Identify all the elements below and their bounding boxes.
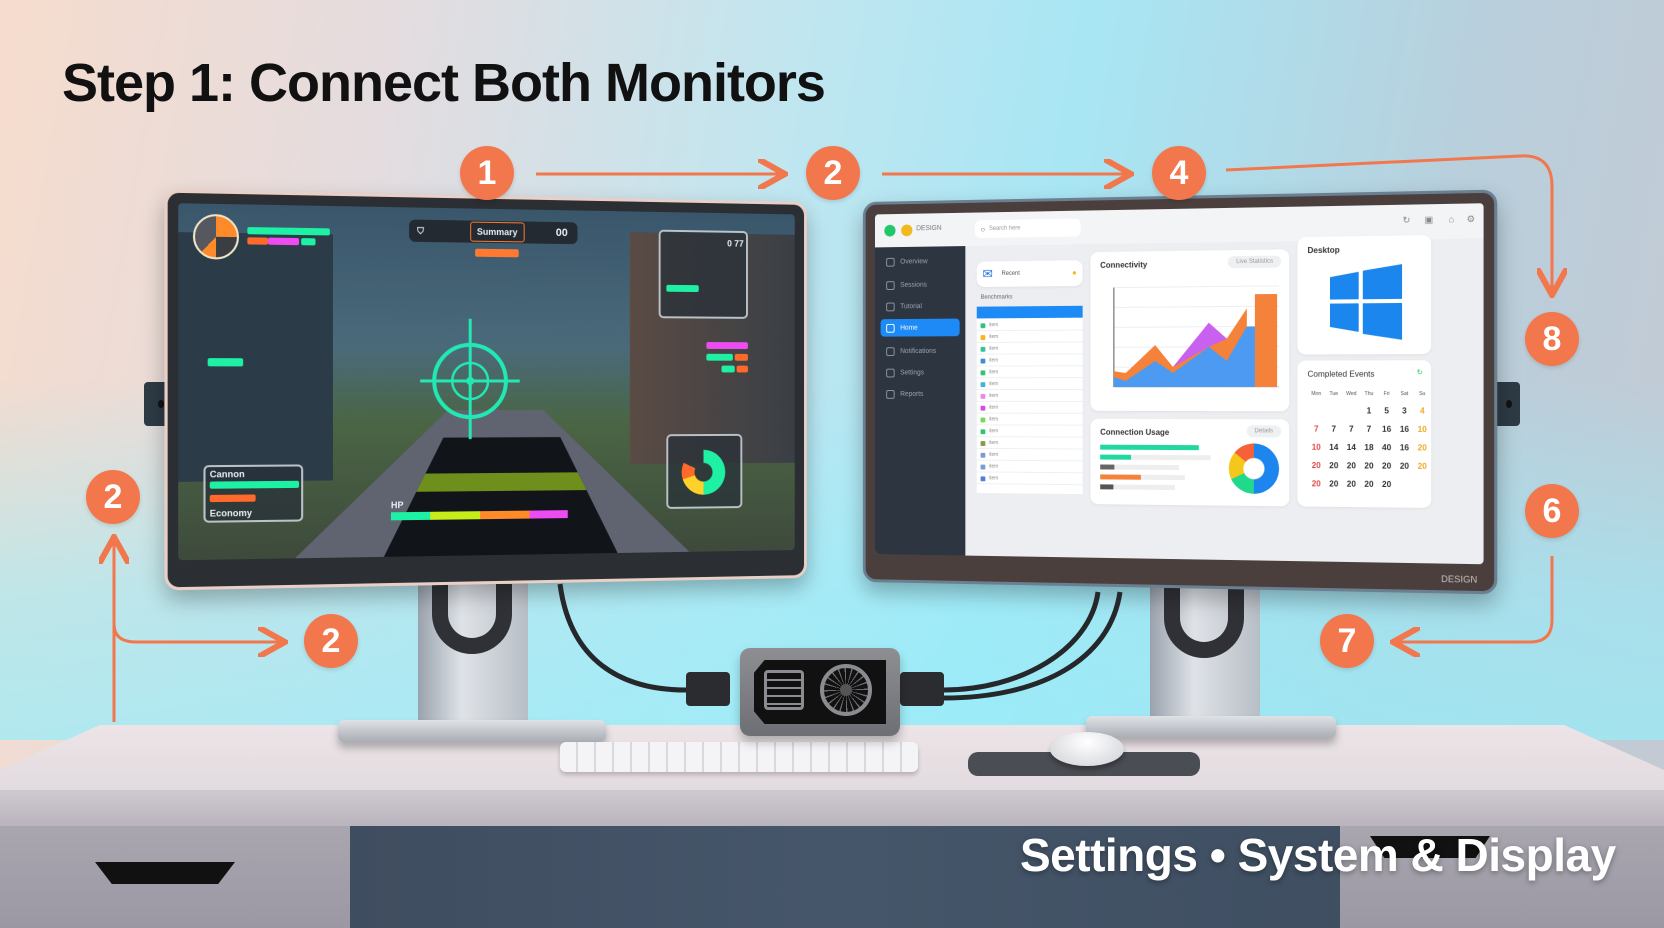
desktop-os-card[interactable]: Desktop xyxy=(1297,234,1432,355)
desk-drawer-right xyxy=(1340,826,1664,928)
drawer-handle xyxy=(95,862,235,884)
dashboard-screen[interactable]: DESIGN ○ Search here ↻ ▣ ⌂ ⚙ Overview Se… xyxy=(874,203,1484,565)
drawer-handle xyxy=(1370,836,1490,858)
left-monitor-base xyxy=(338,720,606,742)
section-subtitle: Settings • System & Display xyxy=(1020,829,1616,881)
step-badge-2-top[interactable]: 2 xyxy=(806,146,860,200)
area-chart xyxy=(1100,276,1283,401)
step-badge-7[interactable]: 7 xyxy=(1320,614,1374,668)
step-badge-8[interactable]: 8 xyxy=(1525,312,1579,366)
mouse[interactable] xyxy=(1050,732,1124,766)
connectivity-chart-card[interactable]: Connectivity Live Statistics xyxy=(1090,249,1290,412)
left-monitor[interactable]: ⛉ Summary 00 0 77 Cannon xyxy=(164,189,807,591)
hub-vent-icon xyxy=(764,670,804,710)
cable-connector-left xyxy=(686,672,730,706)
video-adapter-hub xyxy=(740,648,900,736)
game-screen[interactable]: ⛉ Summary 00 0 77 Cannon xyxy=(178,203,795,561)
step-badge-2-left[interactable]: 2 xyxy=(86,470,140,524)
keyboard[interactable] xyxy=(560,742,918,772)
page-title: Step 1: Connect Both Monitors xyxy=(62,53,826,113)
cable-connector-right xyxy=(900,672,944,706)
hub-fan-icon xyxy=(820,664,872,716)
right-monitor-base xyxy=(1086,716,1336,738)
step-badge-1[interactable]: 1 xyxy=(460,146,514,200)
step-badge-4[interactable]: 4 xyxy=(1152,146,1206,200)
step-badge-6[interactable]: 6 xyxy=(1525,484,1579,538)
windows-logo-icon xyxy=(1329,264,1403,341)
desk-drawer-left xyxy=(0,826,350,928)
step-badge-2-bottom[interactable]: 2 xyxy=(304,614,358,668)
desk-edge xyxy=(0,790,1664,826)
crosshair-icon xyxy=(420,308,520,439)
right-monitor[interactable]: DESIGN ○ Search here ↻ ▣ ⌂ ⚙ Overview Se… xyxy=(862,189,1498,595)
